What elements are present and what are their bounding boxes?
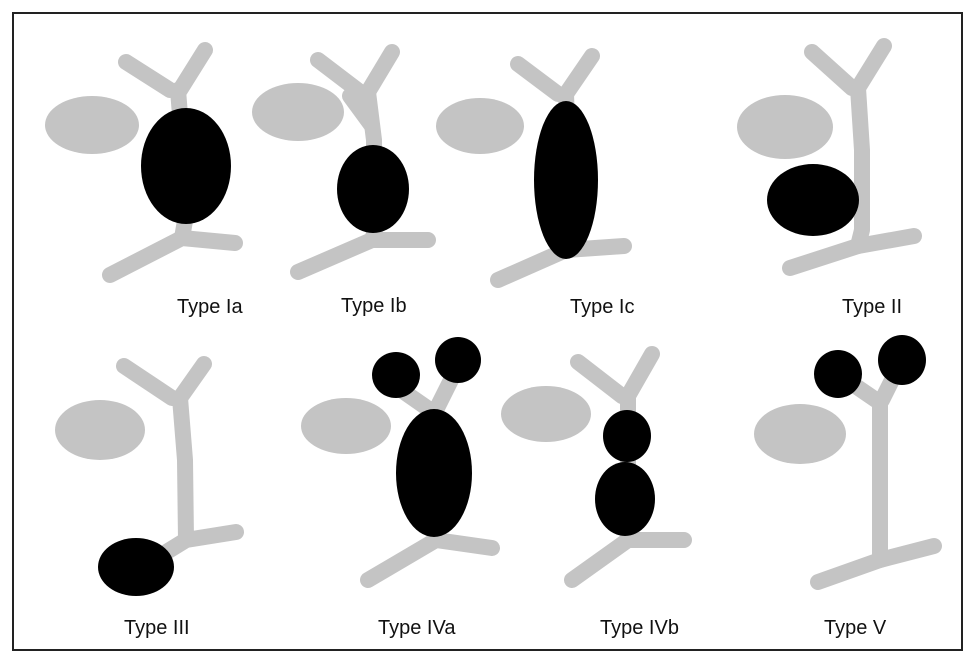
biliary-tree xyxy=(124,364,236,556)
gallbladder xyxy=(501,386,591,442)
label-type-ic: Type Ic xyxy=(570,296,634,319)
panel-type-iva xyxy=(301,337,492,580)
panel-type-v xyxy=(754,335,934,582)
cyst-lower xyxy=(595,462,655,536)
panel-type-ii xyxy=(737,46,914,268)
label-type-ivb: Type IVb xyxy=(600,617,679,640)
cyst-extrahepatic xyxy=(396,409,472,537)
label-type-ii: Type II xyxy=(842,296,902,319)
gallbladder xyxy=(301,398,391,454)
gallbladder xyxy=(436,98,524,154)
gallbladder xyxy=(754,404,846,464)
panel-type-ivb xyxy=(501,354,684,580)
cyst-upper xyxy=(603,410,651,462)
panel-type-iii xyxy=(55,364,236,596)
label-type-ia: Type Ia xyxy=(177,296,243,319)
cyst-intrahepatic-right xyxy=(435,337,481,383)
cyst xyxy=(98,538,174,596)
label-type-iii: Type III xyxy=(124,617,190,640)
cyst-intrahepatic-left xyxy=(814,350,862,398)
cyst xyxy=(141,108,231,224)
gallbladder xyxy=(737,95,833,159)
gallbladder xyxy=(55,400,145,460)
cyst xyxy=(337,145,409,233)
label-type-v: Type V xyxy=(824,617,886,640)
panel-type-ic xyxy=(436,56,624,280)
panel-type-ia xyxy=(45,50,235,275)
gallbladder xyxy=(252,83,344,141)
gallbladder xyxy=(45,96,139,154)
panel-type-ib xyxy=(252,52,428,272)
cyst-intrahepatic-right xyxy=(878,335,926,385)
cyst xyxy=(534,101,598,259)
label-type-ib: Type Ib xyxy=(341,295,407,318)
label-type-iva: Type IVa xyxy=(378,617,455,640)
cyst-intrahepatic-left xyxy=(372,352,420,398)
cyst xyxy=(767,164,859,236)
